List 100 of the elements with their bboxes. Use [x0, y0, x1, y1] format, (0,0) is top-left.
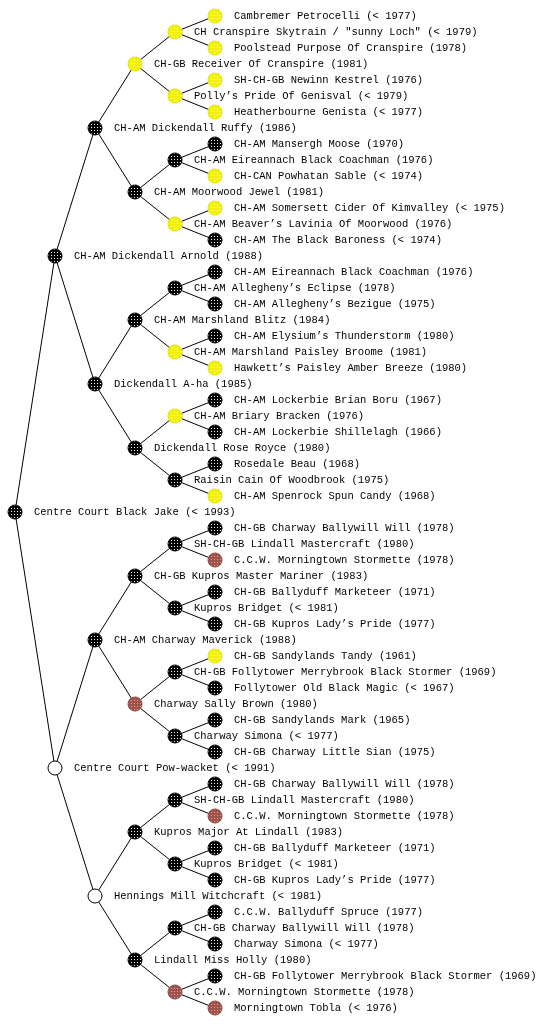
pedigree-line [181, 658, 209, 670]
pedigree-line [139, 579, 171, 605]
pedigree-line [98, 645, 132, 699]
dog-name: SH-CH-GB Lindall Mastercraft (1980) [194, 793, 415, 807]
dog-name: CH-GB Charway Ballywill Will (1978) [194, 921, 415, 935]
dog-name: CH-AM Dickendall Arnold (1988) [74, 249, 264, 263]
pedigree-line [139, 963, 171, 989]
dog-name: Centre Court Black Jake (< 1993) [34, 505, 236, 519]
pedigree-line [181, 674, 209, 686]
dog-name: CH-GB Kupros Lady’s Pride (1977) [234, 873, 436, 887]
dog-name: CH-GB Charway Ballywill Will (1978) [234, 521, 455, 535]
dog-name: CH-GB Kupros Master Mariner (1983) [154, 569, 369, 583]
dog-name: CH-CAN Powhatan Sable (< 1974) [234, 169, 424, 183]
dog-name: CH-AM Moorwood Jewel (1981) [154, 185, 325, 199]
pedigree-line [181, 866, 209, 878]
pedigree-line [181, 98, 209, 110]
pedigree-line [139, 451, 171, 477]
pedigree-line [181, 466, 209, 478]
dog-name: CH-GB Ballyduff Marketeer (1971) [234, 841, 436, 855]
dog-name: CH-GB Charway Ballywill Will (1978) [234, 777, 455, 791]
dog-name: Heatherbourne Genista (< 1977) [234, 105, 424, 119]
dog-name: CH-AM Briary Bracken (1976) [194, 409, 365, 423]
pedigree-line [56, 262, 94, 378]
dog-name: Charway Simona (< 1977) [194, 729, 339, 743]
pedigree-line [181, 722, 209, 734]
dog-name: Charway Simona (< 1977) [234, 937, 379, 951]
pedigree-line [139, 835, 171, 861]
pedigree-line [139, 931, 171, 957]
dog-name: Rosedale Beau (1968) [234, 457, 361, 471]
pedigree-line [181, 802, 209, 814]
pedigree-line [139, 291, 171, 317]
pedigree-line [139, 419, 171, 445]
dog-name: CH-GB Ballyduff Marketeer (1971) [234, 585, 436, 599]
pedigree-line [139, 707, 171, 733]
dog-name: CH-AM Beaver’s Lavinia Of Moorwood (1976) [194, 217, 453, 231]
dog-name: CH-GB Follytower Merrybrook Black Stormer (1969) [234, 969, 537, 983]
pedigree-line [181, 226, 209, 238]
dog-name: CH-GB Kupros Lady’s Pride (1977) [234, 617, 436, 631]
pedigree-line [139, 803, 171, 829]
dog-name: Kupros Bridget (< 1981) [194, 601, 339, 615]
pedigree-line [181, 274, 209, 286]
dog-name: CH-GB Charway Little Sian (1975) [234, 745, 436, 759]
dog-name: Hawkett’s Paisley Amber Breeze (1980) [234, 361, 468, 375]
dog-name: CH-AM Lockerbie Brian Boru (1967) [234, 393, 442, 407]
dog-name: CH-GB Sandylands Mark (1965) [234, 713, 411, 727]
pedigree-line [181, 610, 209, 622]
dog-name: CH-AM Dickendall Ruffy (1986) [114, 121, 297, 135]
pedigree-line [181, 738, 209, 750]
pedigree-line [56, 646, 94, 762]
dog-name: Charway Sally Brown (1980) [154, 697, 318, 711]
dog-name: CH-AM The Black Baroness (< 1974) [234, 233, 442, 247]
pedigree-line [139, 675, 171, 701]
dog-name: CH-GB Follytower Merrybrook Black Stormer (1969) [194, 665, 497, 679]
dog-name: CH-AM Lockerbie Shillelagh (1966) [234, 425, 442, 439]
pedigree-line [181, 82, 209, 94]
dog-name: CH-AM Eireannach Black Coachman (1976) [234, 265, 474, 279]
pedigree-line [98, 325, 132, 379]
pedigree-line [181, 162, 209, 174]
pedigree-line [181, 290, 209, 302]
dog-name: CH-AM Allegheny’s Eclipse (1978) [194, 281, 396, 295]
pedigree-line [181, 546, 209, 558]
dog-name: CH-GB Receiver Of Cranspire (1981) [154, 57, 369, 71]
pedigree-line [139, 163, 171, 189]
dog-name: Follytower Old Black Magic (< 1967) [234, 681, 455, 695]
pedigree-line [181, 338, 209, 350]
dog-name: CH-AM Mansergh Moose (1970) [234, 137, 405, 151]
pedigree-line [139, 323, 171, 349]
pedigree-line [56, 134, 94, 250]
pedigree-line [181, 994, 209, 1006]
dog-name: C.C.W. Ballyduff Spruce (1977) [234, 905, 424, 919]
pedigree-line [98, 389, 132, 443]
dog-name: Dickendall A-ha (1985) [114, 377, 253, 391]
dog-name: CH-AM Spenrock Spun Candy (1968) [234, 489, 436, 503]
pedigree-line [139, 195, 171, 221]
dog-name: Kupros Bridget (< 1981) [194, 857, 339, 871]
pedigree-line [98, 581, 132, 635]
dog-name: Raisin Cain Of Woodbrook (1975) [194, 473, 390, 487]
pedigree-line [181, 18, 209, 30]
dog-name: C.C.W. Morningtown Stormette (1978) [234, 809, 455, 823]
pedigree-line [181, 210, 209, 222]
pedigree-line [98, 901, 132, 955]
pedigree-line [139, 35, 171, 61]
pedigree-line [181, 146, 209, 158]
pedigree-line [98, 133, 132, 187]
dog-name: C.C.W. Morningtown Stormette (1978) [234, 553, 455, 567]
dog-name: Hennings Mill Witchcraft (< 1981) [114, 889, 322, 903]
dog-name: SH-CH-GB Newinn Kestrel (1976) [234, 73, 424, 87]
dog-name: CH-AM Marshland Paisley Broome (1981) [194, 345, 428, 359]
pedigree-line [181, 482, 209, 494]
dog-name: CH-AM Eireannach Black Coachman (1976) [194, 153, 434, 167]
dog-name: Cambremer Petrocelli (< 1977) [234, 9, 417, 23]
dog-name: Poolstead Purpose Of Cranspire (1978) [234, 41, 468, 55]
pedigree-line [139, 67, 171, 93]
dog-name: Dickendall Rose Royce (1980) [154, 441, 331, 455]
pedigree-line [181, 418, 209, 430]
pedigree-line [181, 978, 209, 990]
pedigree-line [181, 914, 209, 926]
dog-name: CH-GB Sandylands Tandy (1961) [234, 649, 417, 663]
dog-name: CH-AM Marshland Blitz (1984) [154, 313, 331, 327]
pedigree-line [181, 354, 209, 366]
